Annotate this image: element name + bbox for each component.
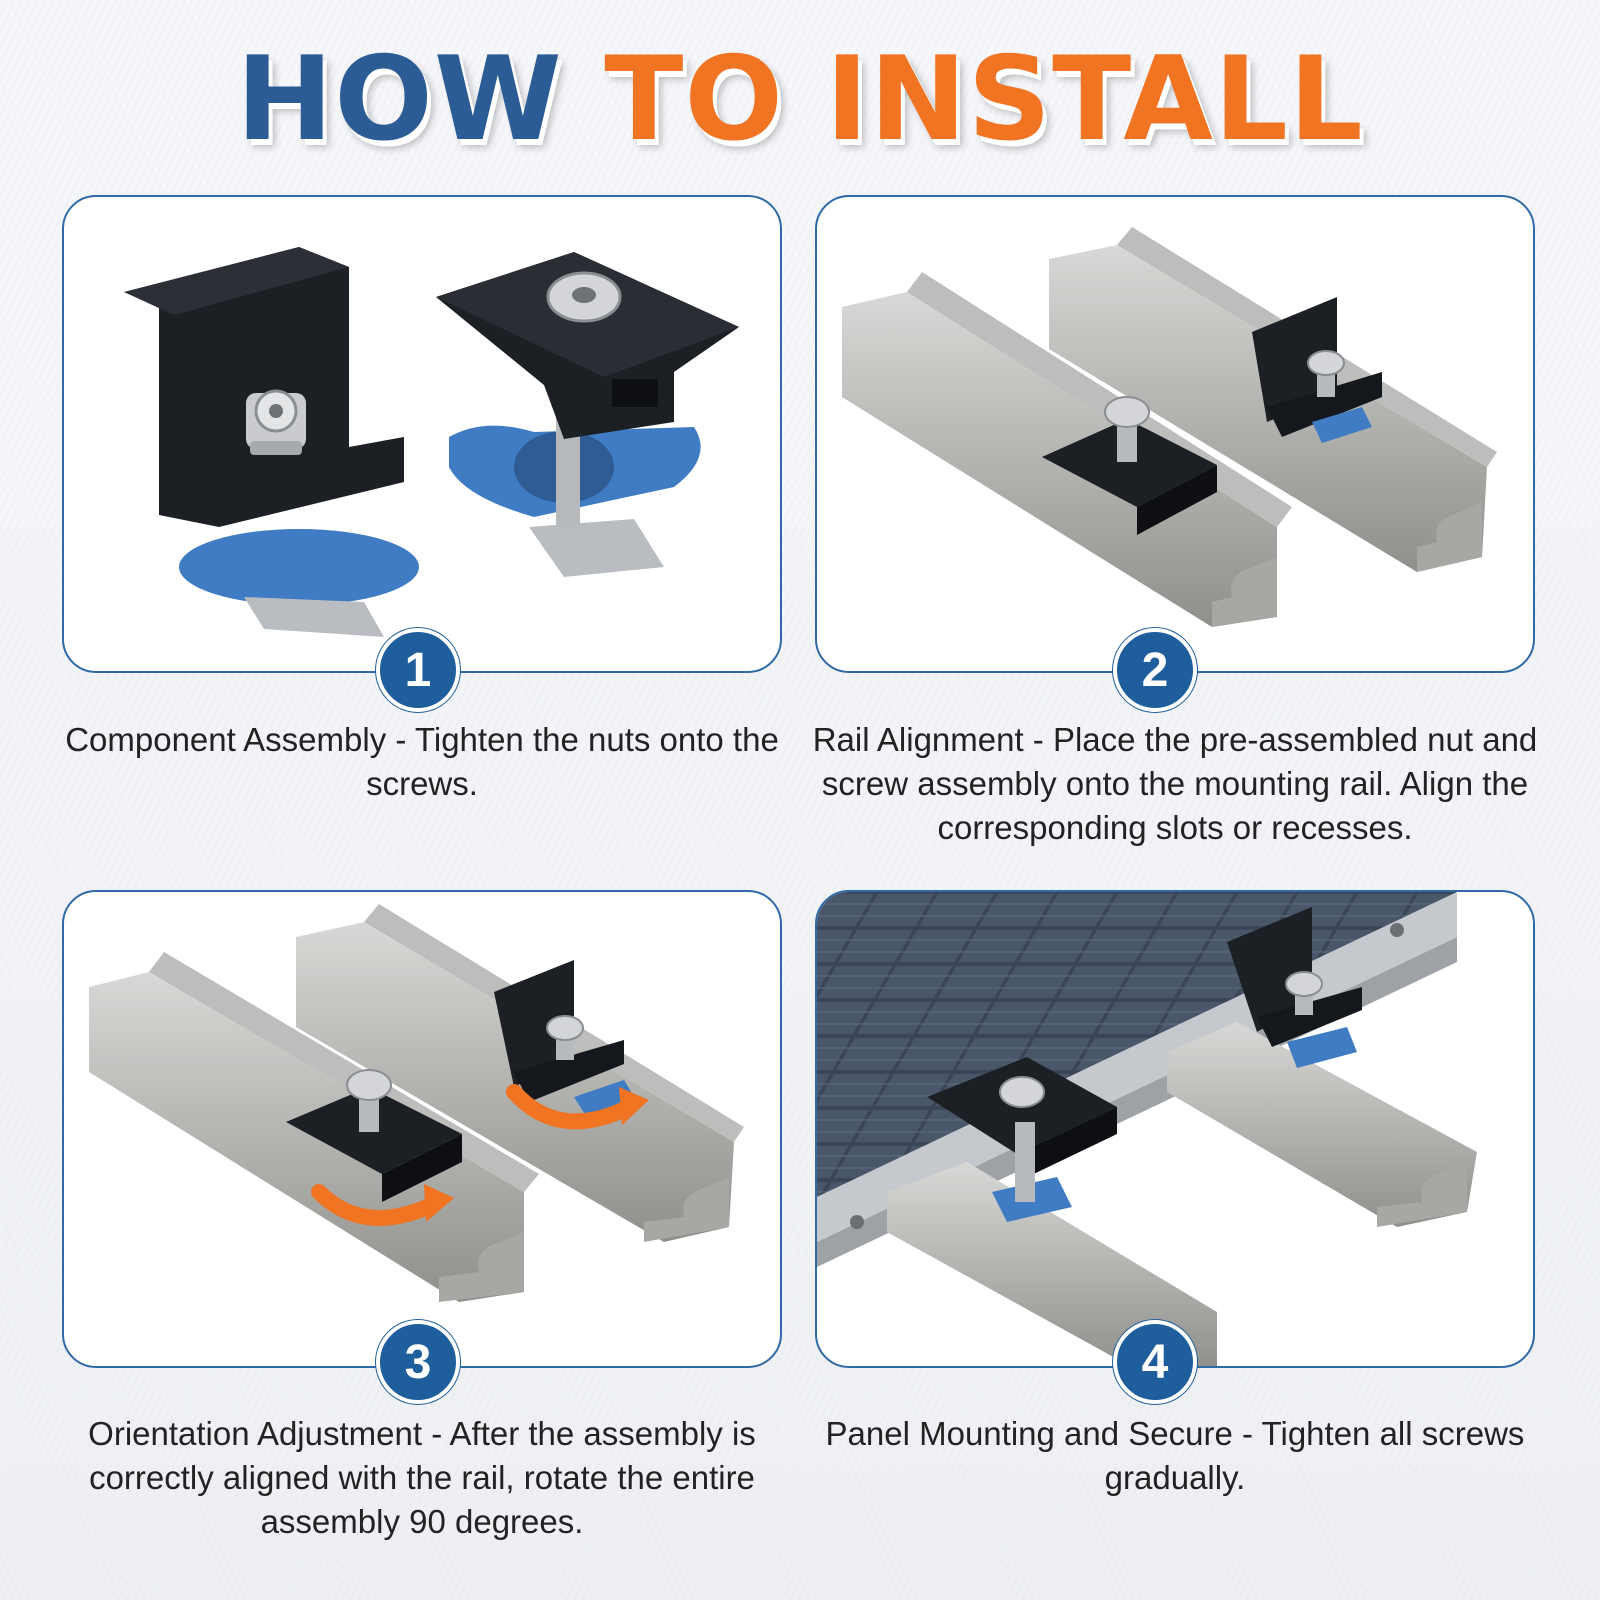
rail-icon [887,1162,1217,1366]
end-clamp-icon [124,247,419,637]
mid-clamp-icon [1042,396,1217,535]
step-3-illustration [89,904,744,1302]
step-4-image-card [815,890,1535,1368]
end-clamp-icon [1227,907,1362,1068]
step-1-caption: Component Assembly - Tighten the nuts on… [65,721,779,802]
step-3-caption: Orientation Adjustment - After the assem… [88,1415,756,1540]
step-4-illustration [817,892,1477,1366]
title-part-how: HOW [236,32,563,167]
page-title: HOW TO INSTALL [0,40,1600,160]
step-2-image-card [815,195,1535,673]
step-3-number-badge: 3 [376,1320,460,1404]
step-2-illustration [842,227,1497,627]
step-2-number-badge: 2 [1113,628,1197,712]
step-4-number-badge: 4 [1113,1320,1197,1404]
mid-clamp-icon [436,252,739,577]
mid-clamp-icon [286,1069,462,1202]
title-part-to-install: TO INSTALL [604,32,1364,167]
step-1-illustration [124,247,739,637]
end-clamp-icon [1252,297,1382,443]
step-2-caption: Rail Alignment - Place the pre-assembled… [812,721,1538,846]
step-1-number-badge: 1 [376,628,460,712]
step-3-image-card [62,890,782,1368]
rail-icon [1167,1022,1477,1227]
rotate-arrow-icon [506,1084,649,1130]
rotate-arrow-icon [311,1184,454,1226]
mid-clamp-icon [927,1057,1117,1222]
step-1-image-card [62,195,782,673]
end-clamp-icon [494,960,636,1116]
step-4-caption: Panel Mounting and Secure - Tighten all … [825,1415,1525,1496]
